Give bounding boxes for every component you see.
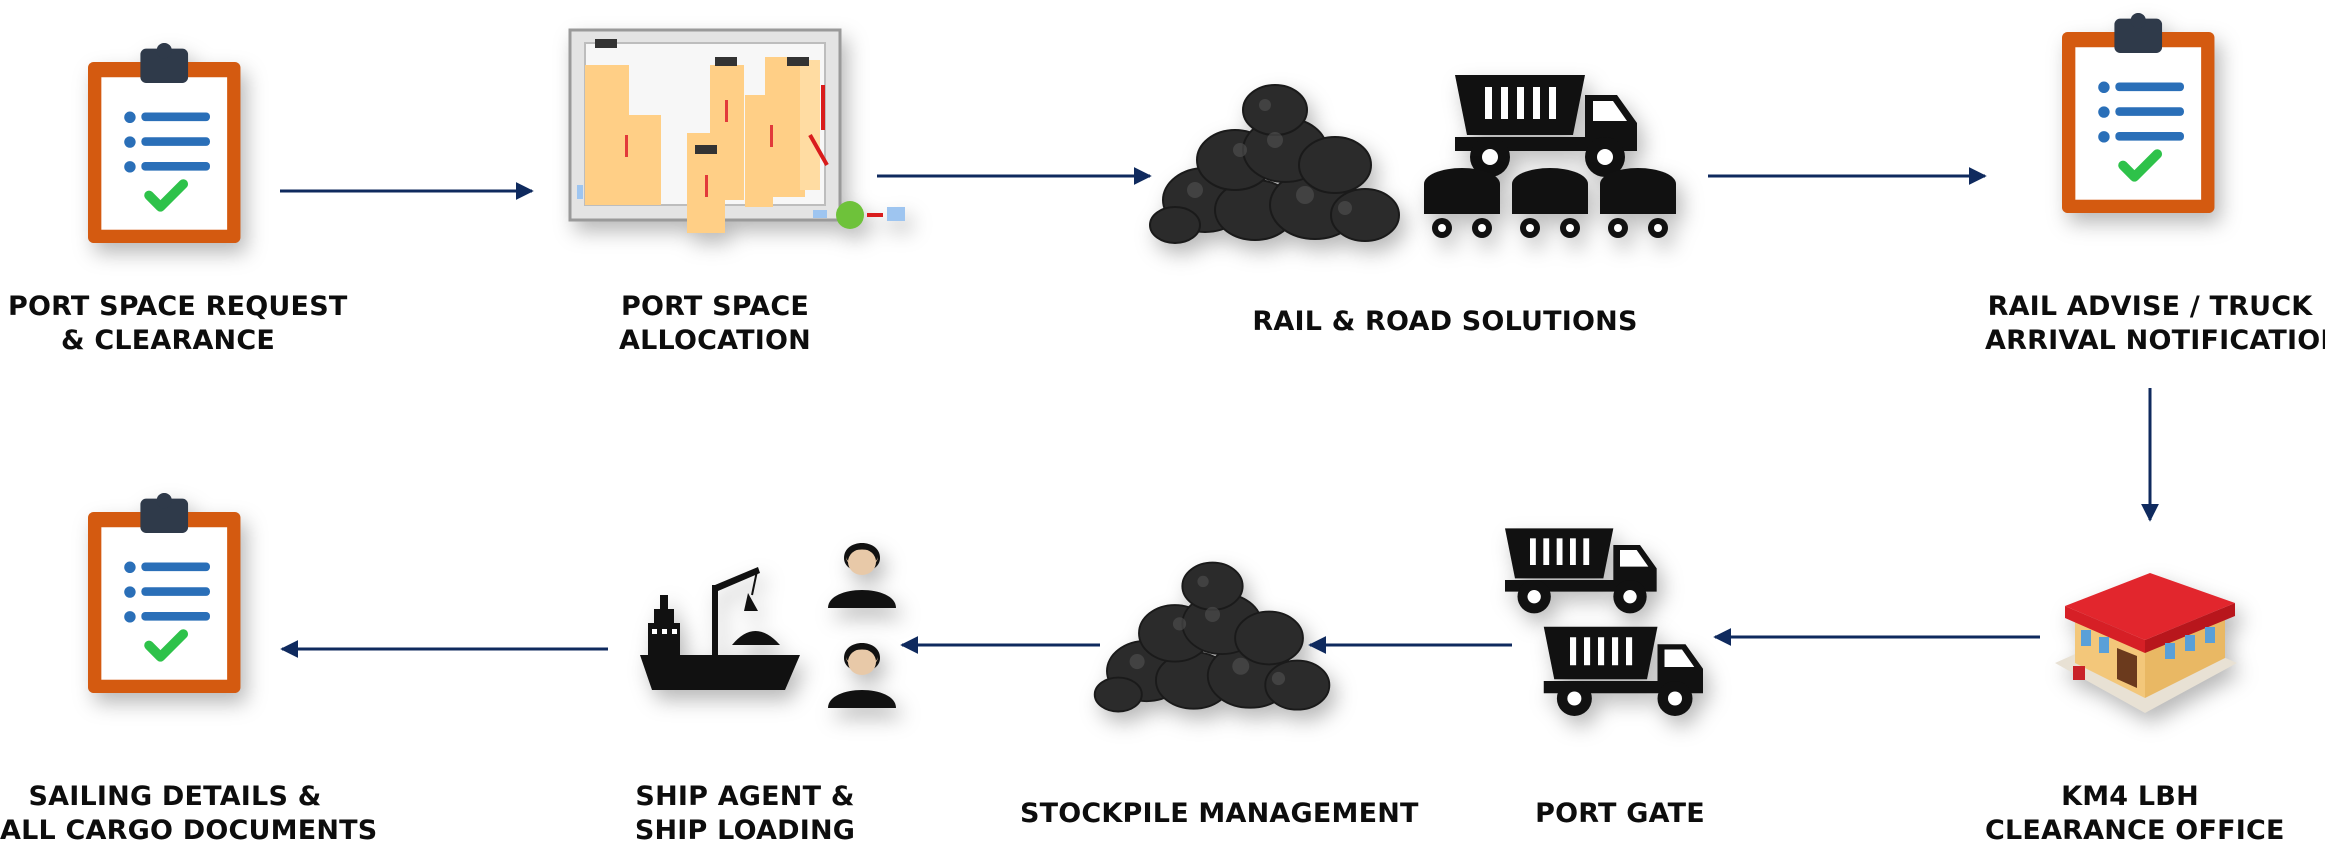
clipboard-checklist-icon: [88, 488, 250, 698]
step-port-space-allocation-label: PORT SPACE ALLOCATION: [619, 291, 811, 356]
clipboard-checklist-icon: [2062, 8, 2224, 218]
coal-railcars-icon: [1424, 168, 1676, 238]
cargo-ship-icon: [640, 567, 800, 690]
step-port-space-request-label: PORT SPACE REQUEST & CLEARANCE: [8, 291, 348, 356]
step-rail-road-label: RAIL & ROAD SOLUTIONS: [1252, 306, 1638, 337]
person-icon: [822, 628, 902, 708]
coal-pile-icon: [1145, 80, 1405, 250]
step-port-gate-label: PORT GATE: [1535, 798, 1705, 829]
step-ship-agent-label: SHIP AGENT & SHIP LOADING: [634, 781, 856, 846]
step-stockpile-label: STOCKPILE MANAGEMENT: [1020, 798, 1419, 829]
dump-truck-icon: [1445, 65, 1645, 185]
coal-pile-icon: [1090, 548, 1335, 728]
dump-truck-icon: [1495, 520, 1665, 620]
person-icon: [822, 528, 902, 608]
step-km4-lbh-label: KM4 LBH CLEARANCE OFFICE: [1985, 781, 2285, 846]
clipboard-checklist-icon: [88, 38, 250, 248]
step-rail-advise-label: RAIL ADVISE / TRUCK ARRIVAL NOTIFICATION: [1985, 291, 2325, 356]
dump-truck-icon: [1535, 618, 1710, 723]
office-building-icon: [2055, 573, 2237, 713]
port-floorplan-icon: [568, 28, 905, 233]
step-sailing-label: SAILING DETAILS & ALL CARGO DOCUMENTS: [0, 781, 378, 846]
